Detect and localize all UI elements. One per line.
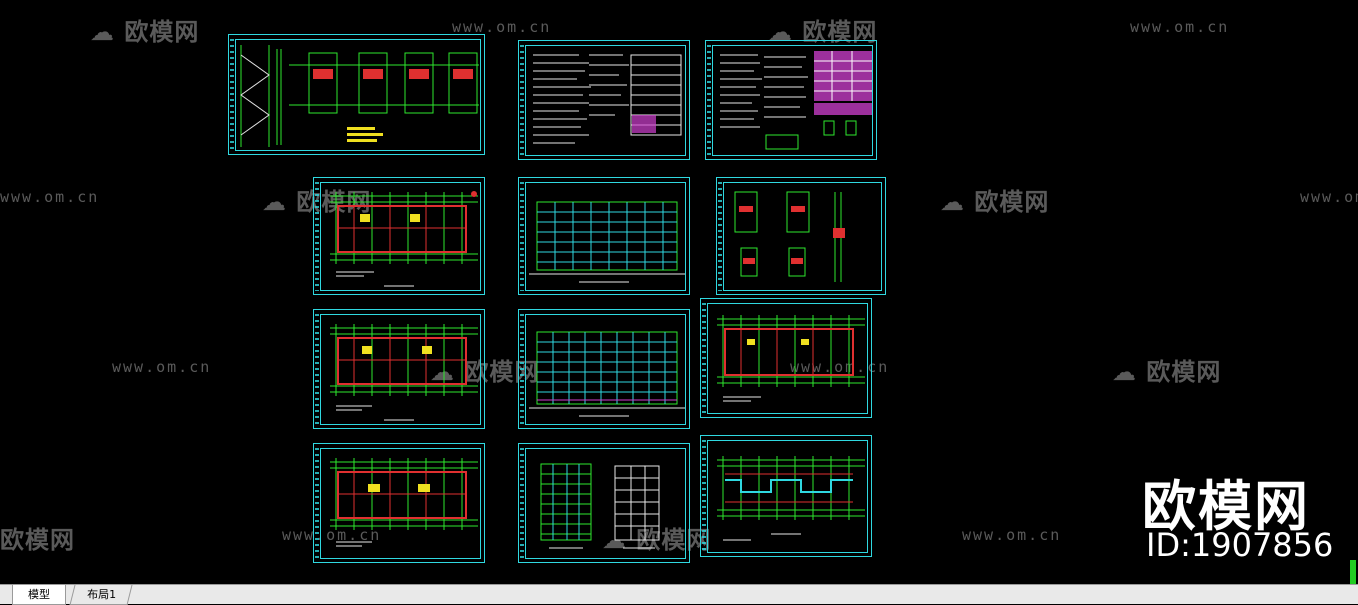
sheet-inner-frame — [525, 182, 686, 291]
watermark-logo: ☁ 欧模网 — [1112, 352, 1221, 387]
drawing-sheet-front-elevation[interactable] — [518, 177, 690, 295]
drawing-sheet-rear-elevation[interactable] — [518, 309, 690, 429]
sheet-title-strip — [520, 182, 524, 291]
sheet-inner-frame — [525, 314, 686, 425]
watermark-icon: ☁ — [90, 18, 125, 46]
watermark-logo-text: 欧模网 — [464, 358, 540, 386]
drawing-sheet-details[interactable] — [716, 177, 886, 295]
watermark-icon: ☁ — [262, 188, 297, 216]
watermark-url: www.om.cn — [452, 18, 552, 36]
tab-model-label: 模型 — [28, 588, 50, 601]
watermark-url: www.om.cn — [112, 358, 212, 376]
sheet-inner-frame — [707, 303, 868, 414]
detail-drawing — [734, 191, 845, 282]
model-space-canvas[interactable]: ☁ 欧模网 www.om.cn ☁ 欧模网 www.om.cn www.om.c… — [0, 0, 1358, 584]
drawing-sheet-top-floor-plan[interactable] — [313, 443, 485, 563]
sheet-title-strip — [520, 314, 524, 425]
drawing-sheet-side-elevation-section[interactable] — [518, 443, 690, 563]
watermark-logo: ☁ 欧模网 — [90, 12, 199, 47]
tab-layout1-label: 布局1 — [86, 588, 116, 601]
drawing-sheet-roof-plan[interactable] — [700, 435, 872, 557]
watermark-url: www.om.cn — [1130, 18, 1230, 36]
tab-model[interactable]: 模型 — [12, 585, 66, 605]
sheet-inner-frame — [235, 39, 481, 151]
watermark-url: www.om.cn — [0, 188, 100, 206]
sheet-title-strip — [707, 45, 711, 156]
watermark-title: 欧模网 — [1142, 475, 1310, 538]
sheet-title-strip — [230, 39, 234, 151]
watermark-logo-text: 欧模网 — [0, 526, 75, 554]
watermark-url: www.om.cn — [790, 358, 890, 376]
elevation-drawing — [529, 331, 685, 417]
watermark-icon: ☁ — [430, 358, 465, 386]
watermark-logo: ☁ 欧模网 — [768, 12, 877, 47]
sheet-inner-frame — [320, 314, 481, 425]
watermark-logo: 欧模网 — [0, 520, 75, 555]
sheet-title-strip — [702, 303, 706, 414]
watermark-icon: ☁ — [602, 526, 637, 554]
drawing-sheet-material-schedule[interactable] — [705, 40, 877, 160]
watermark-logo-text: 欧模网 — [802, 18, 878, 46]
watermark-logo: ☁ 欧模网 — [430, 352, 539, 387]
sheet-inner-frame — [707, 440, 868, 553]
sheet-inner-frame — [723, 182, 882, 291]
drawing-sheet-typical-floor-plan[interactable] — [313, 309, 485, 429]
floor-plan-drawing — [330, 191, 478, 287]
watermark-id: ID:1907856 — [1146, 526, 1334, 564]
design-notes-drawing — [533, 54, 682, 144]
sheet-title-strip — [702, 440, 706, 553]
floor-plan-drawing — [330, 458, 478, 547]
watermark-logo-text: 欧模网 — [1146, 358, 1222, 386]
sheet-inner-frame — [320, 182, 481, 291]
drawing-sheet-ground-floor-plan[interactable] — [313, 177, 485, 295]
sheet-title-strip — [520, 45, 524, 156]
elevation-drawing — [529, 201, 685, 283]
sheet-inner-frame — [525, 45, 686, 156]
watermark-logo-text: 欧模网 — [974, 188, 1050, 216]
material-schedule-drawing — [720, 51, 872, 150]
sheet-title-strip — [315, 182, 319, 291]
tab-layout1[interactable]: 布局1 — [69, 585, 133, 605]
watermark-url: www.om.cn — [282, 526, 382, 544]
stair-section-drawing — [240, 45, 479, 147]
roof-plan-drawing — [717, 456, 865, 541]
watermark-logo-text: 欧模网 — [124, 18, 200, 46]
layout-tab-bar: 模型 布局1 — [0, 584, 1358, 605]
floor-plan-drawing — [717, 315, 865, 402]
sheet-title-strip — [315, 314, 319, 425]
drawing-sheet-upper-floor-plan[interactable] — [700, 298, 872, 418]
status-indicator — [1350, 560, 1356, 600]
sheet-inner-frame — [712, 45, 873, 156]
section-drawing — [540, 463, 660, 549]
floor-plan-drawing — [330, 324, 478, 421]
watermark-url: www.om.cn — [962, 526, 1062, 544]
sheet-inner-frame — [525, 448, 686, 559]
drawing-sheet-design-notes[interactable] — [518, 40, 690, 160]
watermark-icon: ☁ — [768, 18, 803, 46]
sheet-title-strip — [315, 448, 319, 559]
sheet-inner-frame — [320, 448, 481, 559]
sheet-title-strip — [718, 182, 722, 291]
watermark-logo: ☁ 欧模网 — [940, 182, 1049, 217]
watermark-icon: ☁ — [940, 188, 975, 216]
sheet-title-strip — [520, 448, 524, 559]
drawing-sheet-stair-sections[interactable] — [228, 34, 485, 155]
watermark-icon: ☁ — [1112, 358, 1147, 386]
watermark-url: www.om.cn — [1300, 188, 1358, 206]
